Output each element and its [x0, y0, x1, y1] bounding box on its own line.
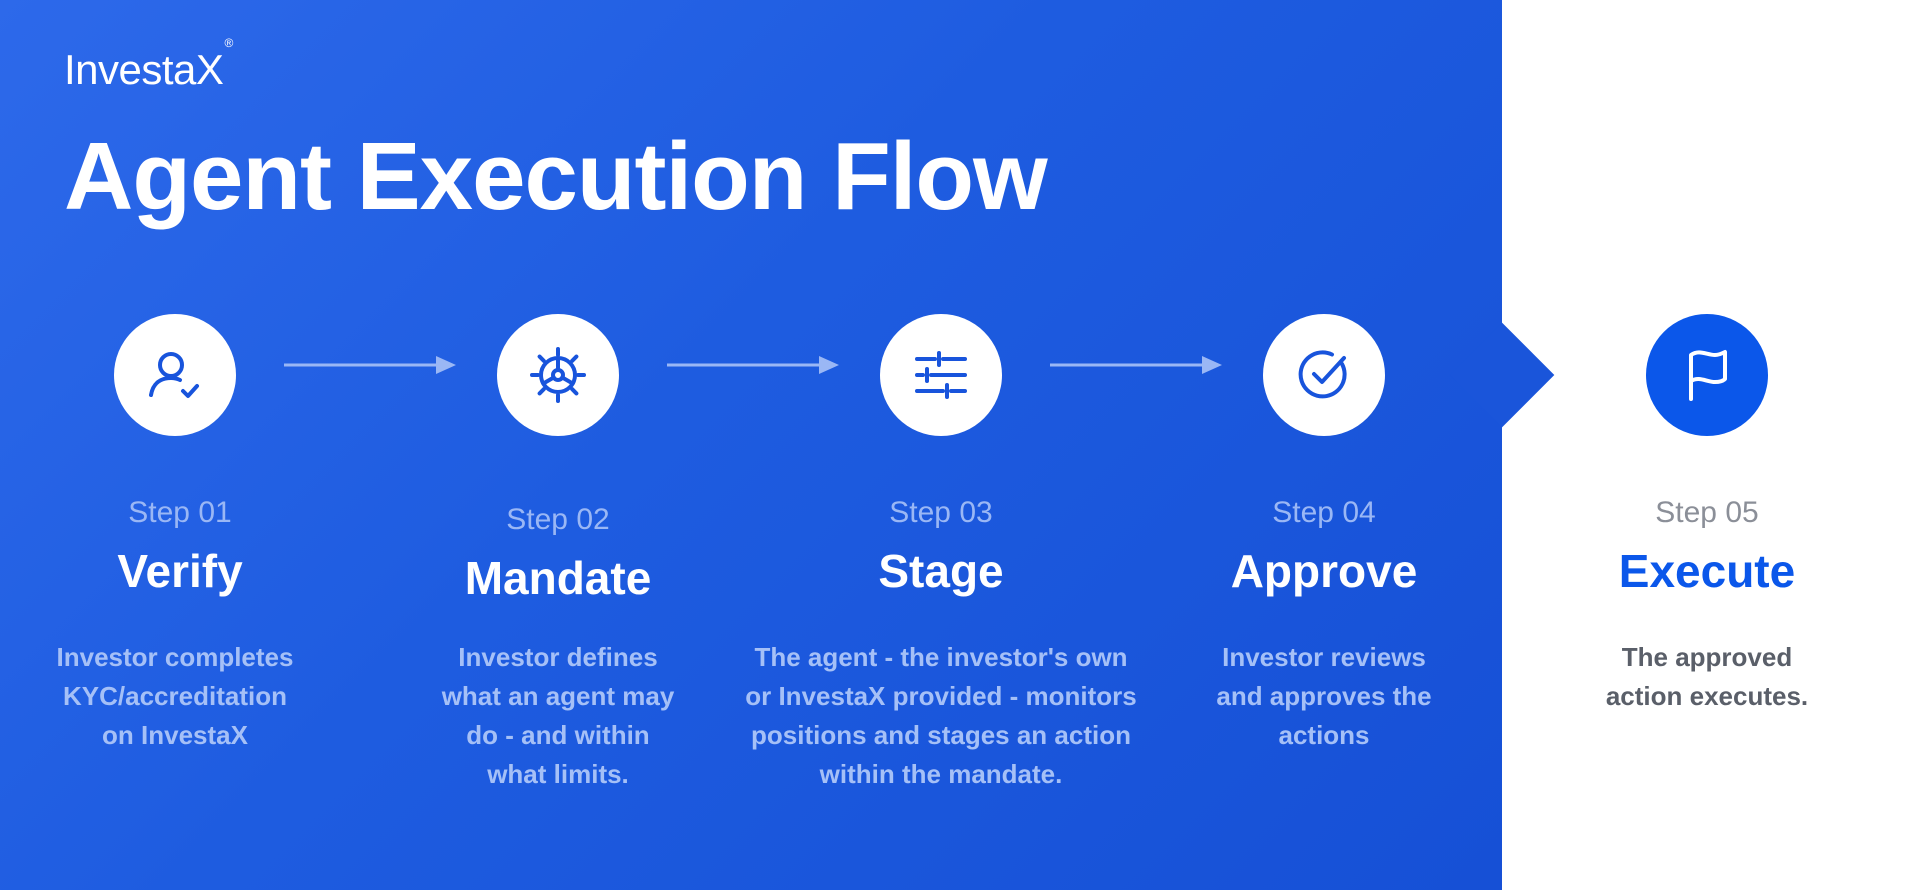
step-01-desc-line: KYC/accreditation: [63, 681, 287, 711]
step-02-name: Mandate: [464, 552, 652, 604]
step-02-desc-line: do - and within: [466, 720, 650, 750]
page-title: Agent Execution Flow: [64, 123, 1048, 230]
step-04-name: Approve: [1230, 545, 1418, 597]
step-05-label: Step 05: [1655, 496, 1759, 529]
step-04-desc-line: Investor reviews: [1222, 642, 1426, 672]
flow-arrow-2: [667, 356, 839, 374]
step-03-desc-line: within the mandate.: [819, 759, 1063, 789]
step-03-description: The agent - the investor's own or Invest…: [731, 638, 1151, 794]
step-01-label: Step 01: [128, 496, 232, 529]
flag-icon: [1689, 350, 1727, 401]
step-02-label: Step 02: [506, 503, 610, 536]
step-05-description: The approved action executes.: [1497, 638, 1917, 716]
step-01-desc-line: Investor completes: [56, 642, 294, 672]
gear-icon: [530, 347, 586, 403]
step-02-description: Investor defines what an agent may do - …: [348, 638, 768, 794]
step-04-desc-line: and approves the: [1216, 681, 1432, 711]
step-04-desc-line: actions: [1278, 720, 1370, 750]
blue-panel: [0, 0, 1502, 890]
user-check-icon: [149, 352, 199, 398]
step-05-desc-line: The approved: [1621, 642, 1793, 672]
flow-arrow-1: [284, 356, 456, 374]
step-02-desc-line: what limits.: [487, 759, 629, 789]
step-03-desc-line: The agent - the investor's own: [754, 642, 1128, 672]
step-05-desc-line: action executes.: [1605, 681, 1809, 711]
step-03-label: Step 03: [889, 496, 993, 529]
step-03-desc-line: positions and stages an action: [751, 720, 1131, 750]
step-01-icon-circle: [114, 314, 236, 436]
step-01-name: Verify: [117, 545, 243, 597]
step-01-description: Investor completes KYC/accreditation on …: [0, 638, 385, 755]
step-03-desc-line: or InvestaX provided - monitors: [745, 681, 1137, 711]
step-03-name: Stage: [878, 545, 1004, 597]
sliders-icon: [915, 351, 967, 399]
registered-mark: ®: [224, 36, 233, 50]
brand-logo: InvestaX®: [64, 36, 233, 94]
step-04-icon-circle: [1263, 314, 1385, 436]
step-02-desc-line: what an agent may: [441, 681, 675, 711]
brand-name: InvestaX: [64, 46, 224, 93]
step-04-description: Investor reviews and approves the action…: [1114, 638, 1534, 755]
step-05-icon-circle: [1646, 314, 1768, 436]
step-02-icon-circle: [497, 314, 619, 436]
step-03-icon-circle: [880, 314, 1002, 436]
step-05-name: Execute: [1618, 545, 1796, 597]
check-circle-icon: [1298, 350, 1347, 399]
flow-arrow-3: [1050, 356, 1222, 374]
step-01-desc-line: on InvestaX: [102, 720, 248, 750]
step-02-desc-line: Investor defines: [458, 642, 658, 672]
step-04-label: Step 04: [1272, 496, 1376, 529]
